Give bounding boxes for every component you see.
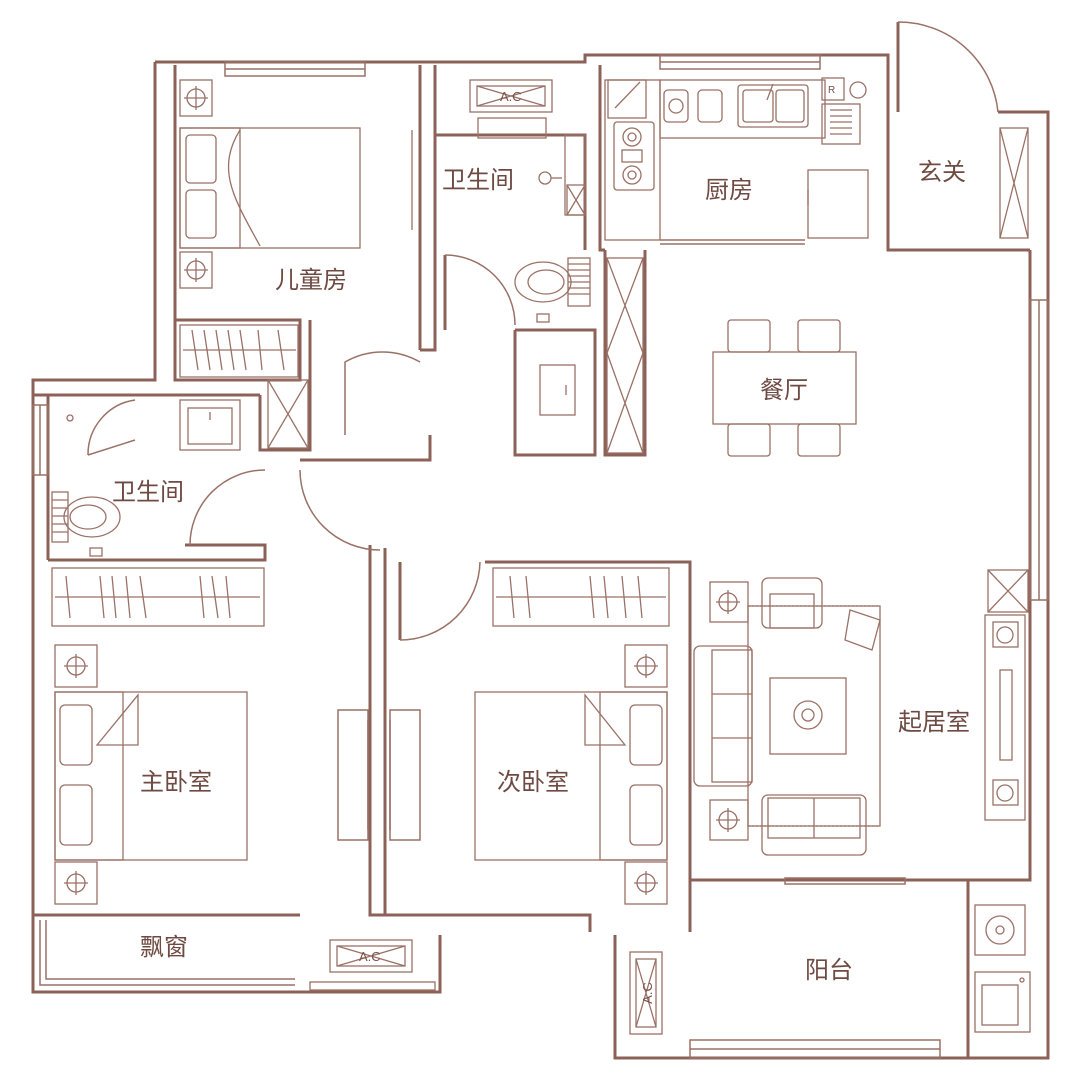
- ac-label-balcony: A.C: [640, 982, 655, 1004]
- living-furniture: [693, 577, 881, 856]
- bathroom-west-fixtures: [51, 399, 241, 557]
- children-room-furniture: [179, 79, 413, 449]
- dining-furniture: [712, 319, 857, 457]
- label-dining: 餐厅: [760, 376, 808, 404]
- label-living-room: 起居室: [898, 708, 970, 736]
- doors: [87, 239, 805, 841]
- ac-unit-north: A.C: [469, 79, 553, 113]
- ac-label-north: A.C: [500, 89, 522, 104]
- label-bathroom-north: 卫生间: [442, 166, 514, 194]
- fridge-mark: R: [828, 85, 835, 96]
- windows: [32, 54, 1049, 1059]
- room-labels: 儿童房 卫生间 厨房 玄关 餐厅 卫生间 主卧室 次卧室 起居室 飘窗 阳台: [112, 158, 970, 984]
- bathroom-north-fixtures: [477, 117, 644, 454]
- ac-unit-south: A.C: [309, 939, 436, 991]
- ac-unit-balcony: A.C: [629, 951, 663, 1035]
- entrance-storage: [984, 127, 1029, 821]
- master-bedroom-furniture: [51, 567, 265, 905]
- kitchen-fixtures: R: [604, 77, 869, 241]
- label-balcony: 阳台: [805, 956, 853, 984]
- label-bathroom-west: 卫生间: [112, 478, 184, 506]
- label-second-bedroom: 次卧室: [497, 768, 569, 796]
- second-bedroom-furniture: [474, 567, 670, 905]
- label-bay-window: 飘窗: [140, 933, 188, 961]
- exterior-walls: [31, 21, 1050, 1060]
- label-entrance: 玄关: [918, 158, 966, 186]
- interior-walls: [33, 65, 1032, 1058]
- label-children-room: 儿童房: [275, 266, 347, 294]
- balcony-fixtures: [974, 904, 1031, 1033]
- label-master-bedroom: 主卧室: [140, 768, 212, 796]
- label-kitchen: 厨房: [705, 176, 753, 204]
- ac-label-south: A.C: [359, 949, 381, 964]
